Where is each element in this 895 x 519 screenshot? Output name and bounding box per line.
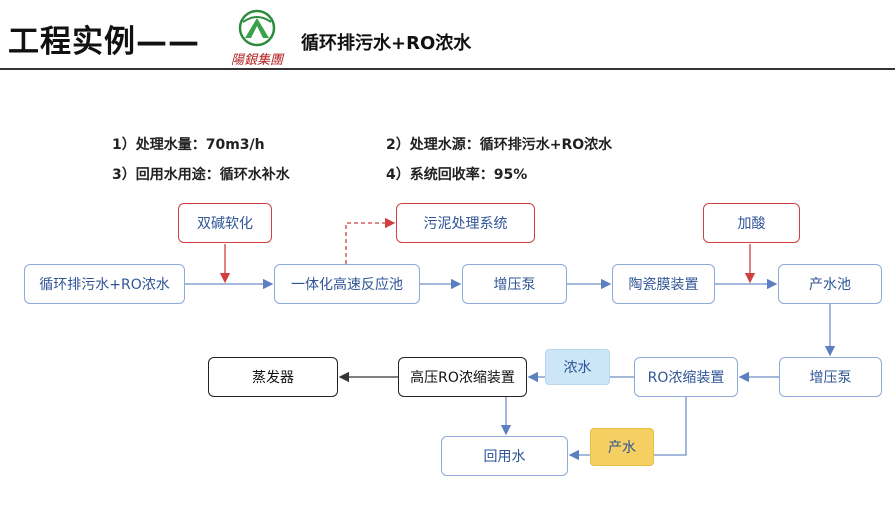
header-divider <box>0 68 895 70</box>
node-product-tank: 产水池 <box>778 264 882 304</box>
node-acid-dosing: 加酸 <box>703 203 800 243</box>
node-ro-concentrator: RO浓缩装置 <box>634 357 738 397</box>
tag-concentrate: 浓水 <box>545 349 610 385</box>
tag-permeate: 产水 <box>590 428 654 466</box>
info-reuse-purpose: 3）回用水用途：循环水补水 <box>112 167 290 183</box>
node-source: 循环排污水+RO浓水 <box>24 264 185 304</box>
node-reuse-water: 回用水 <box>441 436 568 476</box>
arrow-sludge <box>345 217 396 264</box>
page-title: 工程实例—— <box>8 24 200 60</box>
svg-text:陽銀集團: 陽銀集團 <box>231 53 285 68</box>
node-sludge: 污泥处理系统 <box>396 203 535 243</box>
node-hp-ro-concentrator: 高压RO浓缩装置 <box>398 357 527 397</box>
node-reactor: 一体化高速反应池 <box>274 264 420 304</box>
info-water-source: 2）处理水源：循环排污水+RO浓水 <box>386 137 613 153</box>
info-recovery-rate: 4）系统回收率：95% <box>386 167 528 183</box>
node-ceramic-membrane: 陶瓷膜装置 <box>612 264 715 304</box>
node-softening: 双碱软化 <box>178 203 272 243</box>
company-logo: 陽銀集團 <box>231 9 285 68</box>
page-subtitle: 循环排污水+RO浓水 <box>301 33 472 54</box>
node-evaporator: 蒸发器 <box>208 357 338 397</box>
node-booster-pump-1: 增压泵 <box>462 264 567 304</box>
info-capacity: 1）处理水量：70m3/h <box>112 137 265 153</box>
node-booster-pump-2: 增压泵 <box>779 357 882 397</box>
